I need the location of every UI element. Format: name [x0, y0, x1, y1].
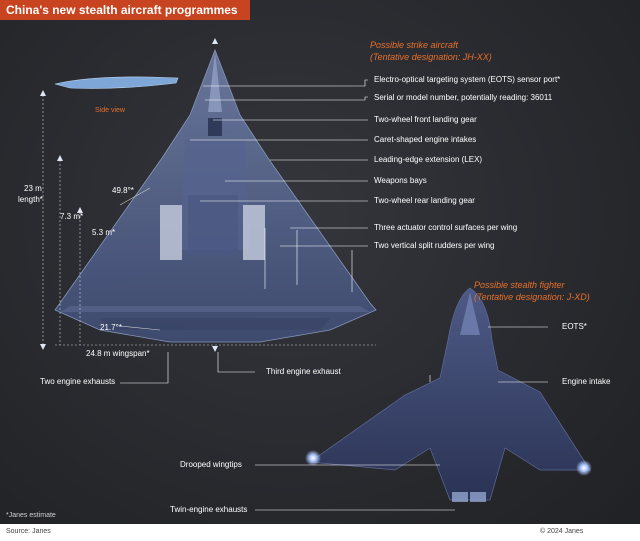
callout-intakes: Caret-shaped engine intakes [374, 135, 477, 144]
callout-lex: Leading-edge extension (LEX) [374, 155, 483, 164]
callout-rear-gear: Two-wheel rear landing gear [374, 196, 475, 205]
angle-bottom: 21.7°* [100, 323, 122, 332]
fighter-heading: Possible stealth fighter [474, 280, 565, 290]
strike-heading: Possible strike aircraft [370, 40, 459, 50]
title-bar: China's new stealth aircraft programmes [0, 0, 250, 20]
fighter-exhausts-label: Twin-engine exhausts [170, 505, 248, 514]
dimension-5-3: 5.3 m* [92, 228, 116, 237]
strike-leader-lines [120, 79, 368, 384]
callout-weapons-bays: Weapons bays [374, 176, 427, 185]
source-bar: Source: Janes © 2024 Janes [0, 524, 640, 541]
fighter-subheading: (Tentative designation: J-XD) [474, 292, 590, 302]
strike-aircraft-plan-view [54, 48, 377, 343]
footnote: *Janes estimate [6, 512, 56, 519]
callout-serial: Serial or model number, potentially read… [374, 93, 553, 102]
fighter-wingtips-label: Drooped wingtips [180, 460, 242, 469]
fighter-eots-label: EOTS* [562, 322, 587, 331]
fighter-leader-lines [255, 326, 548, 511]
label-two-engine-exhausts: Two engine exhausts [40, 377, 116, 386]
arrow-marks [40, 38, 218, 352]
dimension-lines [42, 95, 376, 346]
dimension-7-3: 7.3 m* [60, 212, 84, 221]
callout-rudders: Two vertical split rudders per wing [374, 241, 495, 250]
label-third-engine-exhaust: Third engine exhaust [266, 367, 341, 376]
callout-eots: Electro-optical targeting system (EOTS) … [374, 75, 561, 84]
strike-subheading: (Tentative designation: JH-XX) [370, 52, 492, 62]
dimension-length: 23 m [24, 184, 42, 193]
side-view-label: Side view [95, 107, 125, 114]
angle-top: 49.8°* [112, 186, 134, 195]
dimension-length-suffix: length* [18, 195, 43, 204]
callout-control-surfaces: Three actuator control surfaces per wing [374, 223, 518, 232]
copyright-text: © 2024 Janes [540, 528, 584, 535]
stealth-fighter-view [305, 287, 592, 502]
page-title: China's new stealth aircraft programmes [6, 3, 238, 17]
source-text: Source: Janes [6, 528, 51, 535]
fighter-intake-label: Engine intake [562, 377, 611, 386]
side-view-silhouette [54, 76, 179, 89]
callout-front-gear: Two-wheel front landing gear [374, 115, 477, 124]
dimension-wingspan: 24.8 m wingspan* [86, 349, 150, 358]
